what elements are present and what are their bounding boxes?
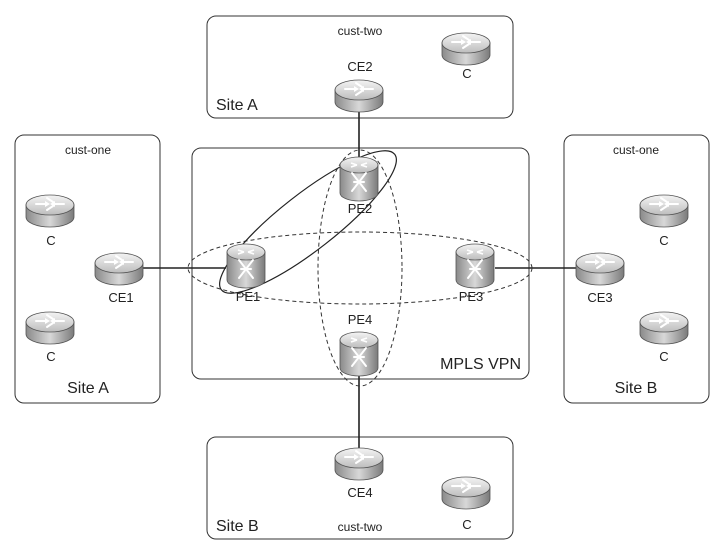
site-label-top: Site A bbox=[216, 97, 258, 114]
mpls-core-box bbox=[191, 147, 530, 380]
node-label-ce3: CE3 bbox=[587, 290, 612, 305]
site-box-bottom bbox=[206, 436, 514, 540]
node-label-ce2: CE2 bbox=[347, 59, 372, 74]
router-icon-c-bottom bbox=[441, 476, 491, 510]
node-label-pe3: PE3 bbox=[459, 289, 484, 304]
node-label-c-top: C bbox=[462, 66, 471, 81]
customer-label-left: cust-one bbox=[65, 143, 111, 157]
site-label-bottom: Site B bbox=[216, 518, 259, 535]
router-icon-ce3 bbox=[575, 252, 625, 286]
node-label-ce1: CE1 bbox=[108, 290, 133, 305]
router-icon-c-right1 bbox=[639, 194, 689, 228]
switch-router-icon-pe2 bbox=[339, 156, 379, 202]
site-box-top bbox=[206, 15, 514, 119]
switch-router-icon-pe4 bbox=[339, 331, 379, 377]
node-label-c-left2: C bbox=[46, 349, 55, 364]
node-label-c-right2: C bbox=[659, 349, 668, 364]
customer-label-top: cust-two bbox=[338, 24, 383, 38]
site-label-right: Site B bbox=[615, 380, 658, 397]
router-icon-c-left2 bbox=[25, 311, 75, 345]
vpn-ellipse-pe1-pe2 bbox=[219, 150, 397, 294]
router-icon-ce2 bbox=[334, 79, 384, 113]
site-box-left bbox=[14, 134, 161, 404]
switch-router-icon-pe3 bbox=[455, 243, 495, 289]
node-label-c-right1: C bbox=[659, 233, 668, 248]
node-label-c-bottom: C bbox=[462, 517, 471, 532]
router-icon-c-left1 bbox=[25, 194, 75, 228]
router-icon-ce4 bbox=[334, 447, 384, 481]
router-icon-c-right2 bbox=[639, 311, 689, 345]
core-label: MPLS VPN bbox=[440, 356, 521, 373]
vpn-ellipse-horizontal bbox=[187, 231, 533, 305]
node-label-c-left1: C bbox=[46, 233, 55, 248]
node-label-pe4: PE4 bbox=[348, 312, 373, 327]
node-label-pe2: PE2 bbox=[348, 201, 373, 216]
node-label-ce4: CE4 bbox=[347, 485, 372, 500]
customer-label-right: cust-one bbox=[613, 143, 659, 157]
site-box-right bbox=[563, 134, 710, 404]
site-label-left: Site A bbox=[67, 380, 109, 397]
router-icon-ce1 bbox=[94, 252, 144, 286]
router-icon-c-top bbox=[441, 32, 491, 66]
switch-router-icon-pe1 bbox=[226, 243, 266, 289]
vpn-ellipse-vertical bbox=[317, 149, 403, 387]
customer-label-bottom: cust-two bbox=[338, 520, 383, 534]
node-label-pe1: PE1 bbox=[236, 289, 261, 304]
